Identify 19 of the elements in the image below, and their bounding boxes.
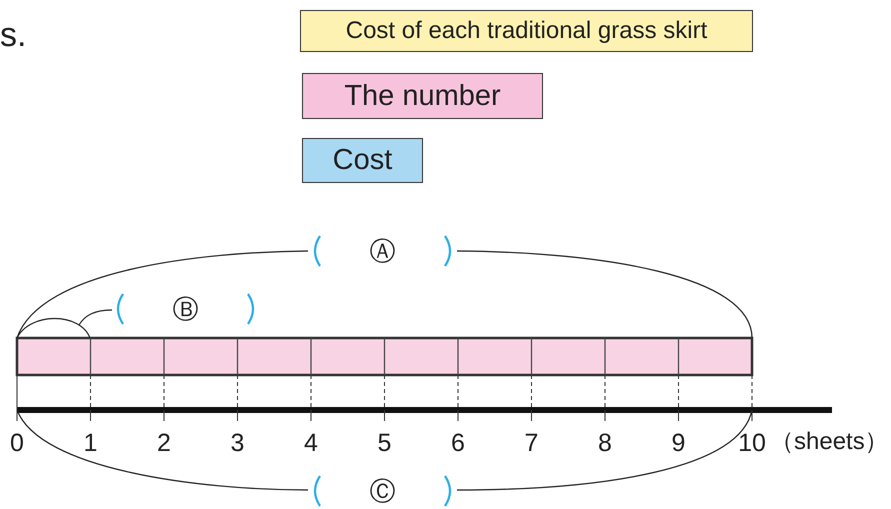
tick-label: 7 bbox=[524, 431, 538, 456]
tick-label: 4 bbox=[304, 431, 318, 456]
tick-label: 2 bbox=[157, 431, 171, 456]
tick-label: 3 bbox=[230, 431, 244, 456]
text-box: Cost bbox=[302, 138, 423, 183]
tick-label: 0 bbox=[10, 431, 24, 456]
circled-letter: Ⓑ bbox=[172, 296, 198, 322]
circled-letter: Ⓒ bbox=[370, 478, 396, 504]
tick-label: 10 bbox=[738, 431, 766, 456]
tick-label: 6 bbox=[451, 431, 465, 456]
circled-letter: Ⓐ bbox=[370, 238, 396, 264]
tick-label: 9 bbox=[672, 431, 686, 456]
text-fragment: s. bbox=[0, 18, 26, 52]
text-box: Cost of each traditional grass skirt bbox=[300, 10, 753, 52]
text-box: The number bbox=[302, 73, 543, 119]
tick-label: 5 bbox=[378, 431, 392, 456]
tick-label: 8 bbox=[598, 431, 612, 456]
unit-label: （sheets） bbox=[770, 430, 889, 454]
tick-label: 1 bbox=[84, 431, 98, 456]
